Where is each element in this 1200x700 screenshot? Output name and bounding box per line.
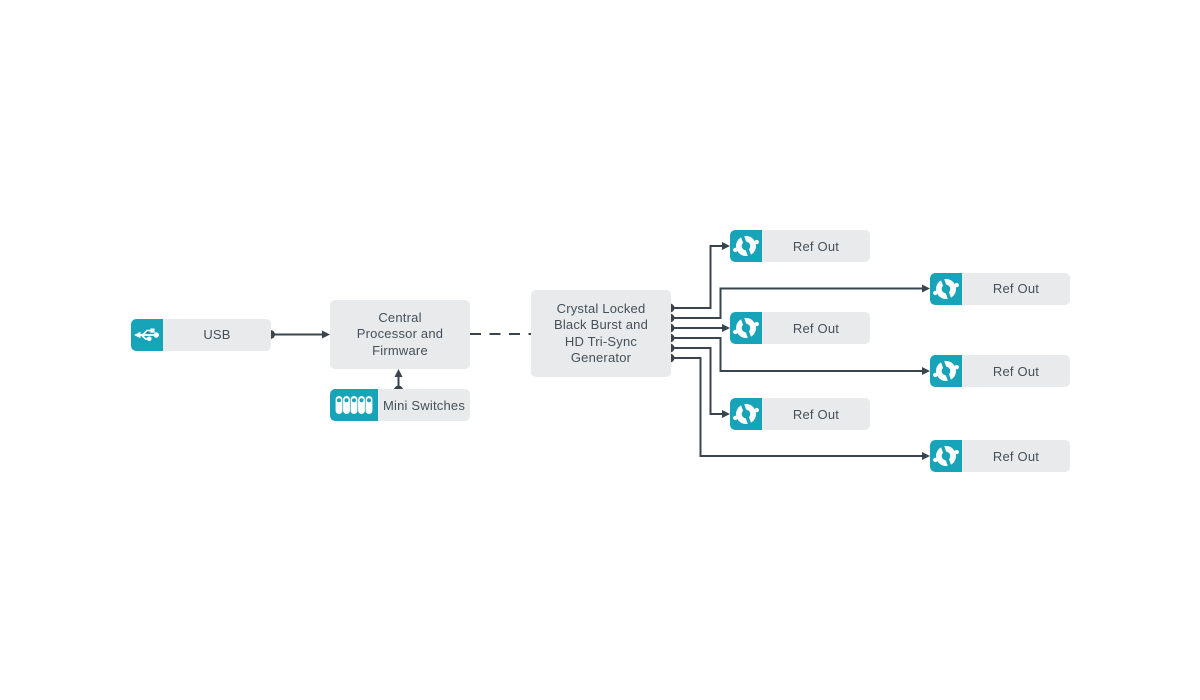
wires-generator-to-ref-outs: [670, 242, 930, 460]
ref-out-block: Ref Out: [730, 312, 870, 344]
ref-out-block: Ref Out: [730, 230, 870, 262]
usb-block: USB: [131, 318, 271, 351]
central-processor-label-line: Processor and: [356, 326, 444, 342]
ref-out-label: Ref Out: [792, 320, 840, 336]
usb-label: USB: [203, 327, 231, 342]
dip-switches-icon: [330, 389, 378, 421]
wire-ref-out-5: [670, 347, 730, 418]
central-processor-label-line: Firmware: [372, 342, 428, 358]
generator-label-line: Generator: [570, 350, 632, 365]
ref-out-block: Ref Out: [730, 398, 870, 430]
generator-label-line: Black Burst and: [553, 317, 649, 332]
generator-label-line: HD Tri-Sync: [564, 333, 638, 349]
mini-switches-label: Mini Switches: [382, 397, 466, 413]
wire-ref-out-6: [670, 357, 930, 460]
ref-out-label: Ref Out: [792, 406, 840, 422]
generator-label-line: Crystal Locked: [556, 300, 646, 316]
bnc-connector-icon: [730, 312, 762, 344]
ref-out-block: Ref Out: [930, 440, 1070, 472]
bnc-connector-icon: [930, 355, 962, 387]
usb-icon: [131, 318, 163, 351]
wire-usb-to-processor: [266, 330, 330, 339]
wire-ref-out-4: [670, 337, 930, 375]
ref-out-block: Ref Out: [930, 355, 1070, 387]
bnc-connector-icon: [730, 398, 762, 430]
bnc-connector-icon: [930, 440, 962, 472]
central-processor-label-line: Central: [378, 309, 422, 325]
mini-switches-block: Mini Switches: [330, 389, 470, 421]
bnc-connector-icon: [930, 272, 962, 305]
wire-ref-out-2: [670, 284, 930, 319]
ref-out-label: Ref Out: [792, 238, 840, 254]
ref-out-label: Ref Out: [992, 363, 1040, 379]
wire-ref-out-1: [670, 242, 730, 309]
ref-out-label: Ref Out: [992, 281, 1040, 296]
bnc-connector-icon: [730, 230, 762, 262]
central-processor-block: Central Processor and Firmware: [330, 300, 470, 369]
ref-out-block: Ref Out: [930, 272, 1070, 305]
ref-out-label: Ref Out: [992, 448, 1040, 464]
generator-block: Crystal Locked Black Burst and HD Tri-Sy…: [531, 290, 671, 377]
